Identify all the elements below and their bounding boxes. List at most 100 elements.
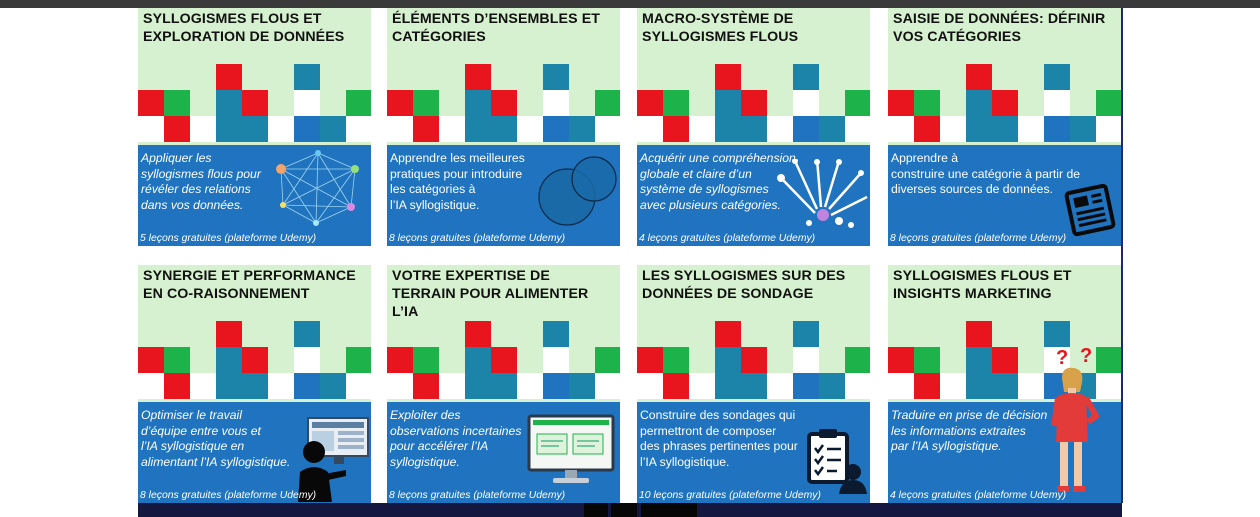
card-footer: 4 leçons gratuites (plateforme Udemy) (639, 233, 816, 244)
mosaic-tile (1044, 321, 1070, 347)
course-card-1[interactable]: SYLLOGISMES FLOUS ET EXPLORATION DE DONN… (138, 8, 371, 246)
mosaic-tile (793, 116, 819, 142)
mosaic-tile (741, 90, 767, 116)
mosaic-tile (346, 373, 371, 399)
course-card-3[interactable]: MACRO-SYSTÈME DE SYLLOGISMES FLOUS Acqué… (637, 8, 870, 246)
mosaic-tile (268, 116, 294, 142)
monitor-screen-icon (527, 414, 615, 483)
mosaic-tile (741, 116, 767, 142)
window-top-bar (0, 0, 1260, 8)
mosaic-tile (465, 373, 491, 399)
mosaic-tile (320, 373, 346, 399)
mosaic-tile (914, 90, 940, 116)
mosaic-tile (637, 116, 663, 142)
mosaic-tile (663, 90, 689, 116)
mosaic-tile (138, 373, 164, 399)
card-title: VOTRE EXPERTISE DE TERRAIN POUR ALIMENTE… (392, 268, 589, 320)
mosaic-tile (387, 347, 413, 373)
mosaic-tile (543, 64, 569, 90)
mosaic-tile (1044, 90, 1070, 116)
mosaic-tile (242, 90, 268, 116)
mosaic-tile (637, 373, 663, 399)
mosaic-tile (845, 90, 870, 116)
mosaic-tile (767, 373, 793, 399)
mosaic-tile (966, 64, 992, 90)
card-footer: 5 leçons gratuites (plateforme Udemy) (140, 233, 317, 244)
mosaic-tile (543, 90, 569, 116)
mosaic-tile (914, 116, 940, 142)
card-panel: Appliquer les syllogismes flous pour rév… (138, 145, 371, 246)
mosaic-tile (190, 373, 216, 399)
mosaic-tile (216, 90, 242, 116)
mosaic-tile (465, 64, 491, 90)
mosaic-tile (663, 116, 689, 142)
mosaic-tile (216, 116, 242, 142)
mosaic-tile (940, 116, 966, 142)
mosaic-tile (346, 347, 371, 373)
mosaic-tile (569, 373, 595, 399)
mosaic-tile (346, 90, 371, 116)
mosaic-tile (216, 321, 242, 347)
mosaic-tile (1018, 373, 1044, 399)
card-panel: Traduire en prise de décision les inform… (888, 346, 1121, 503)
person-at-computer-icon (298, 417, 369, 502)
mosaic-tile (465, 90, 491, 116)
color-mosaic (387, 321, 620, 399)
card-description: Appliquer les syllogismes flous pour rév… (141, 151, 261, 212)
mosaic-tile (242, 116, 268, 142)
mosaic-tile (294, 373, 320, 399)
thinking-woman-icon: ? ? (1051, 346, 1100, 492)
mosaic-tile (242, 347, 268, 373)
mosaic-tile (992, 116, 1018, 142)
card-description: Apprendre à construire une catégorie à p… (891, 151, 1081, 196)
mosaic-tile (715, 90, 741, 116)
card-description: Apprendre les meilleures pratiques pour … (390, 151, 525, 212)
mosaic-tile (294, 64, 320, 90)
mosaic-tile (164, 116, 190, 142)
course-card-5[interactable]: SYNERGIE ET PERFORMANCE EN CO-RAISONNEME… (138, 265, 371, 503)
mosaic-tile (268, 373, 294, 399)
svg-text:?: ? (1080, 346, 1092, 367)
card-title: SYLLOGISMES FLOUS ET EXPLORATION DE DONN… (143, 11, 345, 45)
mosaic-tile (294, 90, 320, 116)
card-footer: 4 leçons gratuites (plateforme Udemy) (890, 490, 1067, 501)
mosaic-tile (637, 90, 663, 116)
course-card-4[interactable]: SAISIE DE DONNÉES: DÉFINIR VOS CATÉGORIE… (888, 8, 1121, 246)
mosaic-tile (164, 90, 190, 116)
mosaic-tile (517, 373, 543, 399)
svg-text:?: ? (1056, 347, 1068, 369)
mosaic-tile (387, 90, 413, 116)
color-mosaic (888, 64, 1121, 142)
card-title: MACRO-SYSTÈME DE SYLLOGISMES FLOUS (642, 11, 799, 45)
course-card-7[interactable]: LES SYLLOGISMES SUR DES DONNÉES DE SONDA… (637, 265, 870, 503)
card-title: SYLLOGISMES FLOUS ET INSIGHTS MARKETING (893, 268, 1072, 302)
mosaic-tile (888, 90, 914, 116)
card-footer: 8 leçons gratuites (plateforme Udemy) (890, 233, 1067, 244)
course-card-8[interactable]: SYLLOGISMES FLOUS ET INSIGHTS MARKETING … (888, 265, 1121, 503)
mosaic-tile (491, 373, 517, 399)
mosaic-tile (793, 321, 819, 347)
course-card-6[interactable]: VOTRE EXPERTISE DE TERRAIN POUR ALIMENTE… (387, 265, 620, 503)
mosaic-tile (966, 347, 992, 373)
mosaic-tile (138, 347, 164, 373)
mosaic-tile (793, 90, 819, 116)
video-control-strip (138, 503, 1122, 517)
card-footer: 10 leçons gratuites (plateforme Udemy) (639, 490, 821, 501)
card-panel: Apprendre à construire une catégorie à p… (888, 145, 1121, 246)
venn-diagram-icon (538, 156, 617, 226)
card-title: ÉLÉMENTS D’ENSEMBLES ET CATÉGORIES (392, 11, 601, 45)
mosaic-tile (387, 116, 413, 142)
mosaic-tile (793, 64, 819, 90)
mosaic-tile (1096, 347, 1121, 373)
course-card-2[interactable]: ÉLÉMENTS D’ENSEMBLES ET CATÉGORIES Appre… (387, 8, 620, 246)
mosaic-tile (387, 373, 413, 399)
color-mosaic (138, 321, 371, 399)
mosaic-tile (1096, 116, 1121, 142)
mosaic-tile (595, 347, 620, 373)
mosaic-tile (845, 373, 870, 399)
mosaic-tile (663, 347, 689, 373)
card-description: Traduire en prise de décision les inform… (891, 408, 1048, 453)
mosaic-tile (190, 116, 216, 142)
mosaic-tile (715, 347, 741, 373)
mosaic-tile (216, 64, 242, 90)
